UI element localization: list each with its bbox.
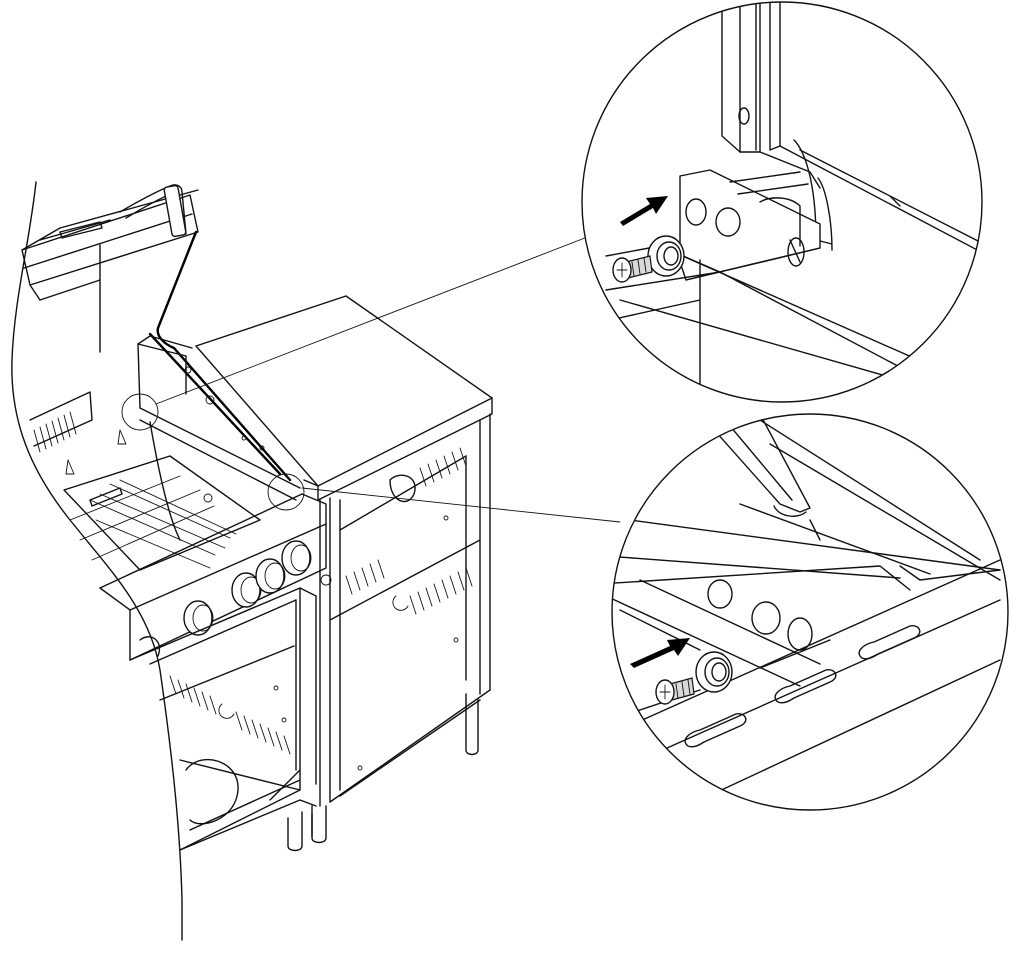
control-panel (99, 493, 332, 661)
lower-cabinet-left (129, 587, 327, 852)
hinge-screw-icon (655, 677, 695, 705)
control-knob-icon (281, 540, 312, 576)
hinge-point-left (121, 393, 159, 431)
cabinet-vent-slots-left (169, 675, 291, 755)
callout-top (581, 1, 983, 403)
control-knobs (183, 540, 332, 636)
washer-icon (647, 235, 685, 277)
grill-body (11, 181, 493, 941)
control-knob-icon (231, 572, 262, 608)
cutaway-edge (11, 181, 183, 941)
washer-icon (695, 651, 733, 693)
cabinet-vent-slots-right (345, 447, 473, 615)
hinge-screw-icon (612, 255, 653, 283)
left-vent-slots (33, 411, 77, 453)
insert-arrow-icon (620, 196, 668, 226)
callout-bottom (611, 413, 1009, 811)
grill-lid (21, 184, 199, 353)
insert-arrow-icon (630, 638, 690, 668)
control-knob-icon (183, 600, 214, 636)
callout-leaders (155, 235, 621, 523)
burner-tubes (63, 455, 261, 571)
firebox (29, 335, 301, 541)
hinge-point-right (267, 473, 305, 511)
control-knob-icon (255, 558, 286, 594)
plate-slots (684, 625, 921, 748)
side-shelf (195, 295, 493, 501)
side-cabinet (311, 413, 491, 837)
